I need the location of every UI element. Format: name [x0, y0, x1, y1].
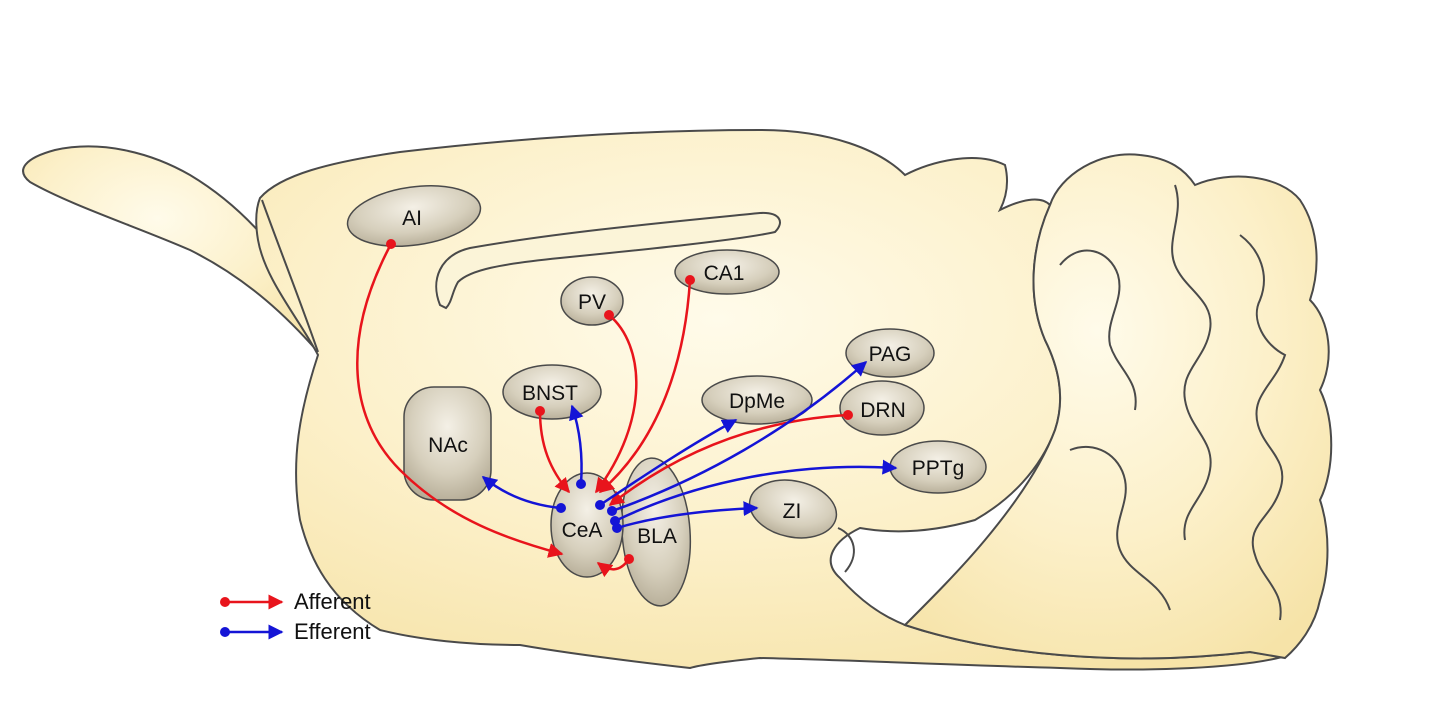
region-nac[interactable]: NAc — [403, 386, 492, 501]
efferent-projections — [481, 361, 898, 530]
region-pag-label: PAG — [869, 343, 912, 366]
corpus-callosum — [435, 211, 781, 310]
dot-drn — [843, 410, 853, 420]
rhinal-fissure — [261, 199, 319, 353]
afferent-ca1-to-cea — [598, 279, 692, 493]
region-cea-label: CeA — [562, 519, 603, 542]
efferent-cea-to-nac — [481, 476, 562, 510]
region-ai-label: AI — [402, 207, 422, 230]
dot-cea-nac — [556, 503, 566, 513]
dot-pv — [604, 310, 614, 320]
region-bla-label: BLA — [637, 525, 677, 548]
efferent-cea-to-bnst — [569, 404, 584, 485]
afferent-drn-to-cea — [608, 413, 849, 506]
dot-cea-bnst — [576, 479, 586, 489]
dot-cea-pag — [607, 506, 617, 516]
region-pv-label: PV — [578, 291, 606, 314]
afferent-ai-to-cea — [356, 243, 564, 558]
efferent-cea-to-dpme — [599, 418, 738, 507]
efferent-cea-to-zi — [616, 501, 759, 530]
region-cea[interactable]: CeA — [550, 472, 624, 578]
region-drn-label: DRN — [860, 399, 906, 422]
region-ca1[interactable]: CA1 — [674, 249, 780, 295]
ventral-notch — [837, 527, 855, 573]
region-pptg[interactable]: PPTg — [889, 440, 987, 494]
region-bnst-label: BNST — [522, 382, 578, 405]
cerebellum-folia-1 — [1059, 249, 1137, 411]
afferent-pv-to-cea — [594, 314, 638, 494]
region-zi[interactable]: ZI — [744, 472, 842, 545]
region-nac-label: NAc — [428, 434, 468, 457]
region-pag[interactable]: PAG — [845, 328, 935, 378]
cerebellum-folia-2 — [1171, 184, 1212, 541]
cerebellum-folia-4 — [1069, 445, 1171, 611]
region-dpme-label: DpMe — [729, 390, 785, 413]
afferent-bnst-to-cea — [538, 410, 570, 494]
efferent-origin-dots — [556, 479, 622, 533]
legend-afferent-label: Afferent — [294, 589, 371, 614]
legend-efferent: Efferent — [220, 619, 371, 644]
region-ai[interactable]: AI — [344, 178, 485, 254]
region-zi-label: ZI — [783, 500, 802, 523]
dot-cea-dpme — [595, 500, 605, 510]
region-pptg-label: PPTg — [912, 457, 965, 480]
region-bnst[interactable]: BNST — [502, 364, 602, 420]
dot-bla — [624, 554, 634, 564]
efferent-cea-to-pag — [611, 361, 868, 513]
region-drn[interactable]: DRN — [839, 380, 925, 436]
region-ca1-label: CA1 — [704, 262, 745, 285]
afferent-origin-dots — [386, 239, 853, 564]
legend-afferent: Afferent — [220, 589, 371, 614]
dot-bnst — [535, 406, 545, 416]
dot-ca1 — [685, 275, 695, 285]
legend: Afferent Efferent — [220, 589, 371, 644]
cerebellum-folia-3 — [1239, 234, 1287, 621]
cerebellum — [903, 153, 1333, 660]
region-dpme[interactable]: DpMe — [701, 375, 813, 425]
dot-ai — [386, 239, 396, 249]
legend-efferent-label: Efferent — [294, 619, 371, 644]
region-bla[interactable]: BLA — [617, 456, 695, 608]
dot-cea-zi — [612, 523, 622, 533]
efferent-cea-to-pptg — [614, 459, 898, 523]
